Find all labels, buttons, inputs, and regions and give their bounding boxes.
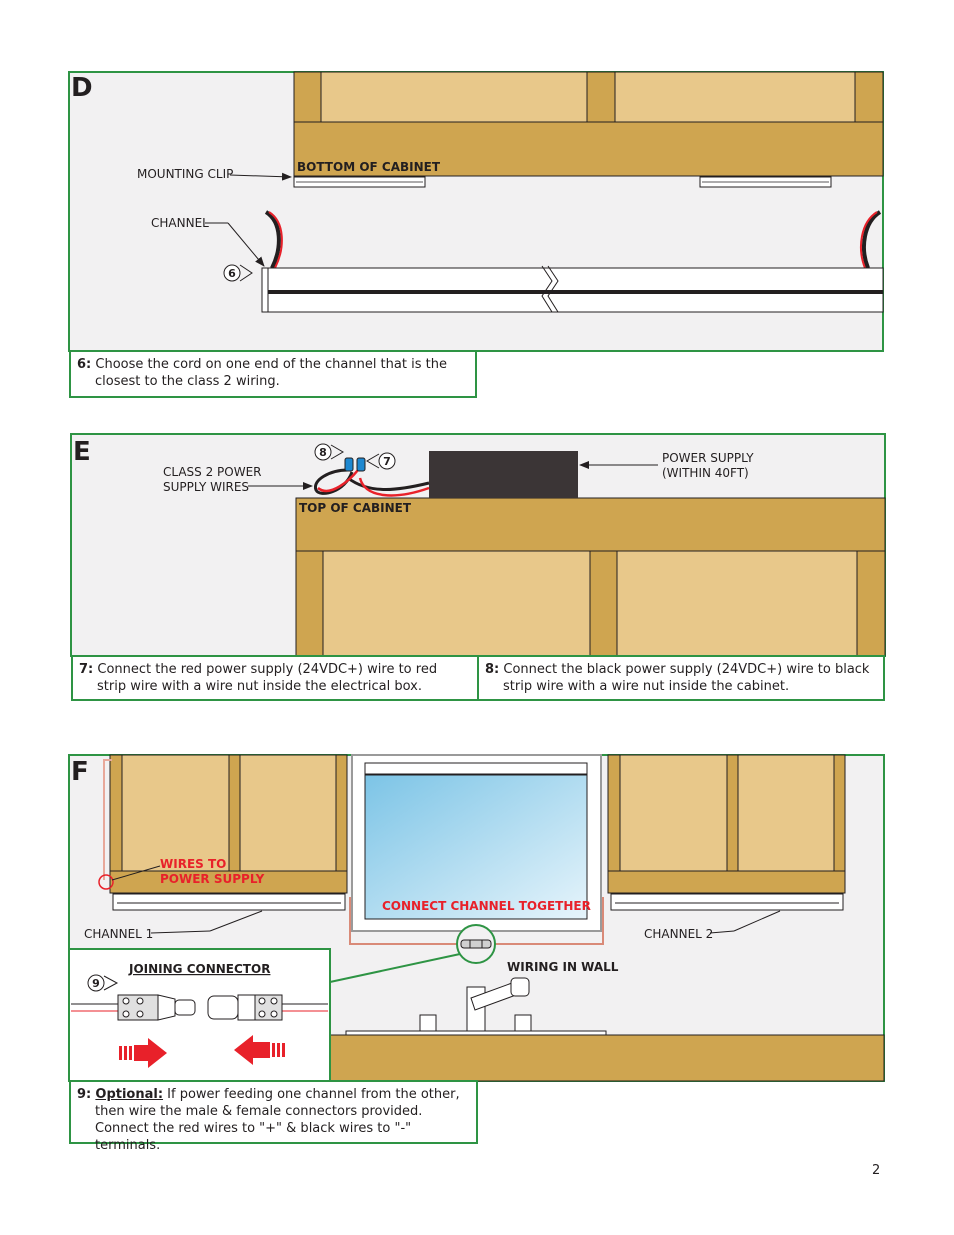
channel — [261, 265, 884, 313]
inline-connector — [456, 924, 496, 964]
step-8-number: 8: — [485, 662, 500, 677]
panel-e-letter: E — [73, 437, 91, 467]
panel-f: F WIRES TO POWER SUP — [68, 754, 885, 1082]
svg-text:8: 8 — [319, 446, 327, 459]
left-cabinet — [109, 754, 348, 894]
male-connector — [117, 994, 196, 1021]
step-7-note: 7: Connect the red power supply (24VDC+)… — [71, 655, 479, 701]
wire-nut — [344, 457, 354, 472]
wires-to-power-supply-label-line2: POWER SUPPLY — [160, 872, 265, 886]
panel-d-letter: D — [71, 73, 93, 103]
step-9-number: 9: — [77, 1087, 92, 1102]
svg-text:7: 7 — [383, 455, 391, 468]
female-connector — [207, 994, 283, 1021]
step-6-note: 6: Choose the cord on one end of the cha… — [69, 350, 477, 398]
joining-connector-label: JOINING CONNECTOR — [128, 962, 270, 976]
red-wire — [358, 477, 430, 497]
left-arrow-icon — [234, 1035, 285, 1065]
mounting-clip-label: MOUNTING CLIP — [137, 167, 233, 181]
channel-1-label: CHANNEL 1 — [84, 927, 153, 941]
page-number: 2 — [872, 1163, 881, 1178]
panel-d: D BOTTOM OF CABINET MOUNTING CLIP CHANNE — [68, 71, 884, 352]
wiring-in-wall-label: WIRING IN WALL — [507, 960, 619, 974]
wire-nut — [356, 457, 366, 472]
step-7-number: 7: — [79, 662, 94, 677]
step-9-optional: Optional: — [95, 1087, 164, 1102]
channel-2 — [610, 893, 844, 911]
power-supply-label-line1: POWER SUPPLY — [662, 451, 754, 465]
bottom-of-cabinet-label: BOTTOM OF CABINET — [297, 160, 441, 174]
wires-to-power-supply-label-line1: WIRES TO — [160, 857, 226, 871]
right-arrow-icon — [119, 1038, 167, 1068]
panel-f-letter: F — [71, 757, 89, 787]
step-6-number: 6: — [77, 357, 92, 372]
power-supply-label-line2: (WITHIN 40FT) — [662, 466, 749, 480]
step-6-marker: 6 — [223, 264, 253, 282]
step-6-text: Choose the cord on one end of the channe… — [95, 357, 447, 389]
step-8-text: Connect the black power supply (24VDC+) … — [503, 662, 870, 694]
step-9-marker: 9 — [87, 974, 119, 992]
black-wire — [347, 476, 430, 491]
svg-text:6: 6 — [228, 267, 236, 280]
top-of-cabinet-label: TOP OF CABINET — [299, 501, 412, 515]
faucet — [419, 977, 532, 1033]
channel-1 — [112, 893, 346, 911]
step-7-text: Connect the red power supply (24VDC+) wi… — [97, 662, 438, 694]
upper-cabinet-top — [295, 497, 886, 657]
class2-wires-label-line1: CLASS 2 POWER — [163, 465, 262, 479]
connect-channel-label: CONNECT CHANNEL TOGETHER — [382, 899, 591, 913]
step-8-note: 8: Connect the black power supply (24VDC… — [477, 655, 885, 701]
class2-wires-label-line2: SUPPLY WIRES — [163, 480, 249, 494]
channel-2-label: CHANNEL 2 — [644, 927, 713, 941]
cord — [264, 210, 281, 269]
wires-circle — [98, 874, 114, 890]
step-8-marker: 8 — [314, 443, 344, 461]
countertop — [329, 1034, 885, 1082]
window — [351, 754, 602, 932]
step-9-note: 9: Optional: If power feeding one channe… — [69, 1080, 478, 1153]
channel-label: CHANNEL — [151, 216, 209, 230]
cord — [862, 210, 882, 269]
upper-cabinet — [293, 71, 884, 177]
step-9-text: If power feeding one channel from the ot… — [95, 1087, 460, 1153]
panel-e: E TOP OF CABINET 8 7 C — [70, 433, 886, 657]
svg-text:9: 9 — [92, 977, 100, 990]
right-cabinet — [607, 754, 846, 894]
power-supply-box — [429, 451, 578, 498]
step-7-marker: 7 — [366, 452, 396, 470]
joining-connector-inset: JOINING CONNECTOR 9 — [68, 948, 331, 1082]
